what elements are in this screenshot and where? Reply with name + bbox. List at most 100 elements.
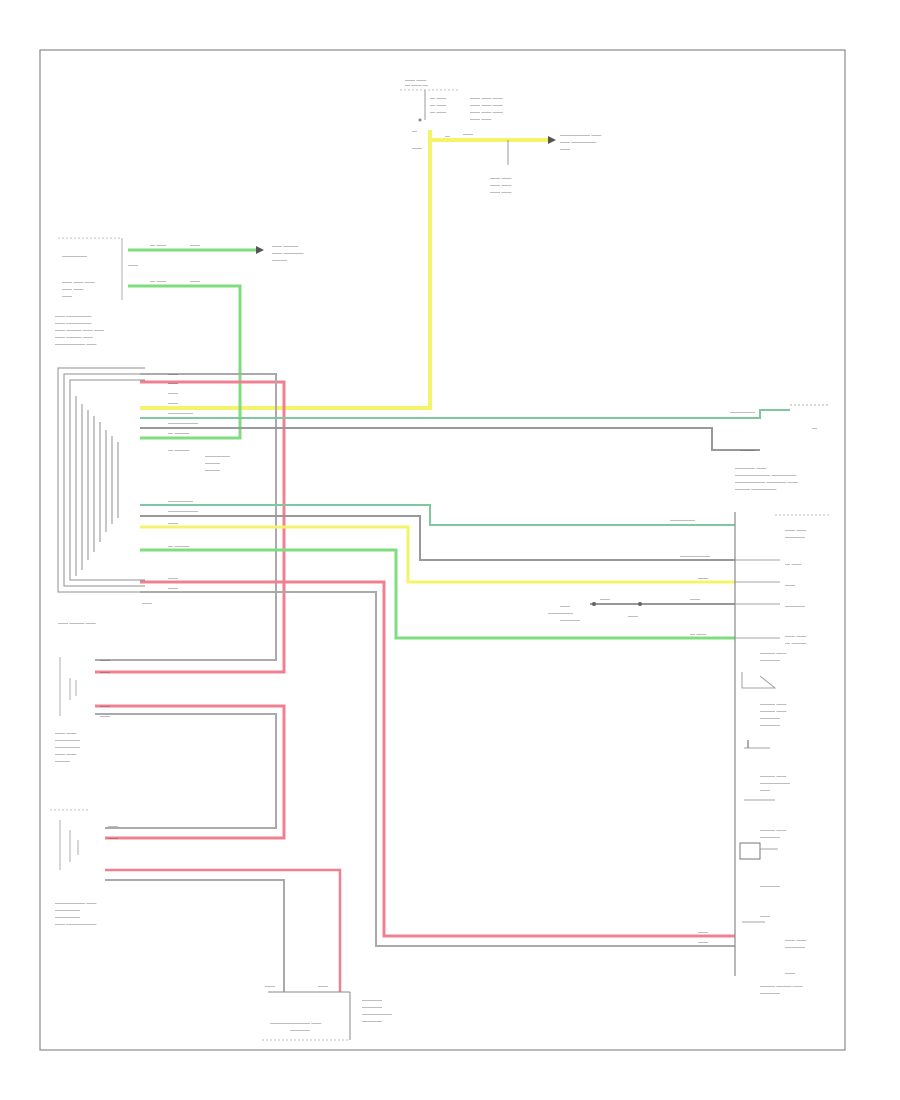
dkgrn-wire-lower xyxy=(140,504,735,526)
svg-text:——: —— xyxy=(318,984,328,990)
svg-text:————: ———— xyxy=(785,945,805,951)
svg-text:——: —— xyxy=(600,597,610,603)
svg-text:—————— ——: —————— —— xyxy=(560,133,601,139)
pink-wire-lower xyxy=(140,580,735,938)
svg-text:—— ——: —— —— xyxy=(785,634,806,640)
svg-text:————: ———— xyxy=(760,723,780,729)
yellow-wire-main xyxy=(140,130,432,410)
bcm-label: —— ————— —— ————— —— ——— —— —— —— ——— ——… xyxy=(55,314,104,348)
svg-text:—————— ——: —————— —— xyxy=(55,901,96,907)
svg-text:——: —— xyxy=(412,146,422,152)
yellow-wire-lower xyxy=(140,525,735,584)
svg-text:——————: —————— xyxy=(760,781,790,787)
svg-text:—: — xyxy=(412,129,417,135)
pink-wire-mid xyxy=(95,704,286,840)
relay-bracket xyxy=(57,367,145,593)
svg-text:—————— ——: —————— —— xyxy=(55,342,96,348)
svg-text:——: —— xyxy=(698,576,708,582)
svg-text:—————: ————— xyxy=(55,738,80,744)
svg-text:————: ———— xyxy=(785,535,805,541)
svg-text:————: ———— xyxy=(362,998,382,1004)
svg-text:— —— —: — —— — xyxy=(405,83,428,89)
svg-text:—————: ————— xyxy=(168,411,193,417)
svg-text:————: ———— xyxy=(760,716,780,722)
gray-wire-mid xyxy=(95,713,277,829)
svg-text:—— —— ——: —— —— —— xyxy=(470,103,503,109)
svg-text:—— ———: —— ——— xyxy=(272,244,298,250)
svg-text:—— ——: —— —— xyxy=(490,190,511,196)
svg-text:————: ———— xyxy=(362,1019,382,1025)
svg-text:———— ——: ———— —— xyxy=(735,466,766,472)
svg-text:————: ———— xyxy=(760,658,780,664)
black-wire-lower xyxy=(140,515,735,561)
svg-text:——————: —————— xyxy=(168,421,198,427)
svg-text:———————— ——: ———————— —— xyxy=(270,1021,321,1027)
svg-text:—————: ————— xyxy=(62,254,87,260)
svg-text:————: ———— xyxy=(560,618,580,624)
svg-text:——: —— xyxy=(698,940,708,946)
svg-text:—————: ————— xyxy=(55,908,80,914)
svg-text:—— —— ——: —— —— —— xyxy=(470,110,503,116)
svg-text:——————— —————: ——————— ————— xyxy=(735,473,796,479)
svg-text:——: —— xyxy=(690,597,700,603)
svg-text:—— ——— ——: —— ——— —— xyxy=(55,335,93,341)
pink-wire-bottom xyxy=(105,868,342,992)
svg-text:—— —— ——: —— —— —— xyxy=(62,280,95,286)
right-module-labels: —— —— ———— — —— —— ———— —— —— — ——— ——— … xyxy=(735,514,830,997)
gray-wire-lower xyxy=(140,591,735,947)
dkgrn-wire-upper xyxy=(140,409,790,419)
svg-text:——: —— xyxy=(168,372,178,378)
svg-text:——— ——— ——: ——— ——— —— xyxy=(760,984,803,990)
svg-text:——: —— xyxy=(628,614,638,620)
svg-text:——————: —————— xyxy=(168,509,198,515)
svg-text:——— ——: ——— —— xyxy=(760,828,786,834)
svg-text:——: —— xyxy=(463,132,473,138)
svg-text:——: —— xyxy=(142,601,152,607)
svg-text:——— ——: ——— —— xyxy=(760,651,786,657)
svg-text:——: —— xyxy=(698,930,708,936)
svg-text:— ——: — —— xyxy=(150,279,166,285)
svg-text:———: ——— xyxy=(55,759,70,765)
svg-text:————: ———— xyxy=(760,991,780,997)
svg-text:—————: ————— xyxy=(205,454,230,460)
svg-text:—— ——: —— —— xyxy=(785,528,806,534)
svg-text:————: ———— xyxy=(785,604,805,610)
svg-text:— ——: — —— xyxy=(430,103,446,109)
svg-text:— ———: — ——— xyxy=(168,448,189,454)
svg-text:——: —— xyxy=(190,279,200,285)
svg-text:——: —— xyxy=(62,294,72,300)
svg-text:—— —— ——: —— —— —— xyxy=(470,96,503,102)
svg-text:——: —— xyxy=(190,243,200,249)
svg-text:——: —— xyxy=(760,788,770,794)
svg-text:—: — xyxy=(445,134,450,140)
svg-text:————: ———— xyxy=(290,1028,310,1034)
svg-text:———: ——— xyxy=(205,461,220,467)
svg-text:——: —— xyxy=(265,984,275,990)
svg-text:—— ——: —— —— xyxy=(490,176,511,182)
switch-block: ————— —— —— —— —— —— —— —— xyxy=(58,237,138,300)
svg-text:——: —— xyxy=(760,914,770,920)
svg-text:—: — xyxy=(812,426,817,432)
svg-text:——— ——: ——— —— xyxy=(760,774,786,780)
svg-text:———: ——— xyxy=(272,258,287,264)
svg-text:—— ——— ——: —— ——— —— xyxy=(58,621,96,627)
svg-text:—————: ————— xyxy=(548,611,573,617)
svg-text:——: —— xyxy=(785,583,795,589)
svg-text:——: —— xyxy=(168,391,178,397)
svg-text:—— —————: —— ————— xyxy=(55,321,91,327)
svg-text:— ——: — —— xyxy=(690,632,706,638)
svg-text:—— ——— —— ——: —— ——— —— —— xyxy=(55,328,104,334)
svg-text:—— —————: —— ————— xyxy=(560,140,596,146)
svg-text:—— ——: —— —— xyxy=(55,731,76,737)
svg-text:——: —— xyxy=(100,658,110,664)
black-wire-upper xyxy=(140,427,760,451)
svg-text:—— ——: —— —— xyxy=(490,183,511,189)
svg-text:—————: ————— xyxy=(55,915,80,921)
svg-text:—— ——: —— —— xyxy=(55,752,76,758)
svg-text:——: —— xyxy=(100,670,110,676)
diagram-frame xyxy=(39,49,846,1051)
svg-text:— ———: — ——— xyxy=(168,544,189,550)
svg-text:—————: ————— xyxy=(55,745,80,751)
svg-text:——: —— xyxy=(128,263,138,269)
